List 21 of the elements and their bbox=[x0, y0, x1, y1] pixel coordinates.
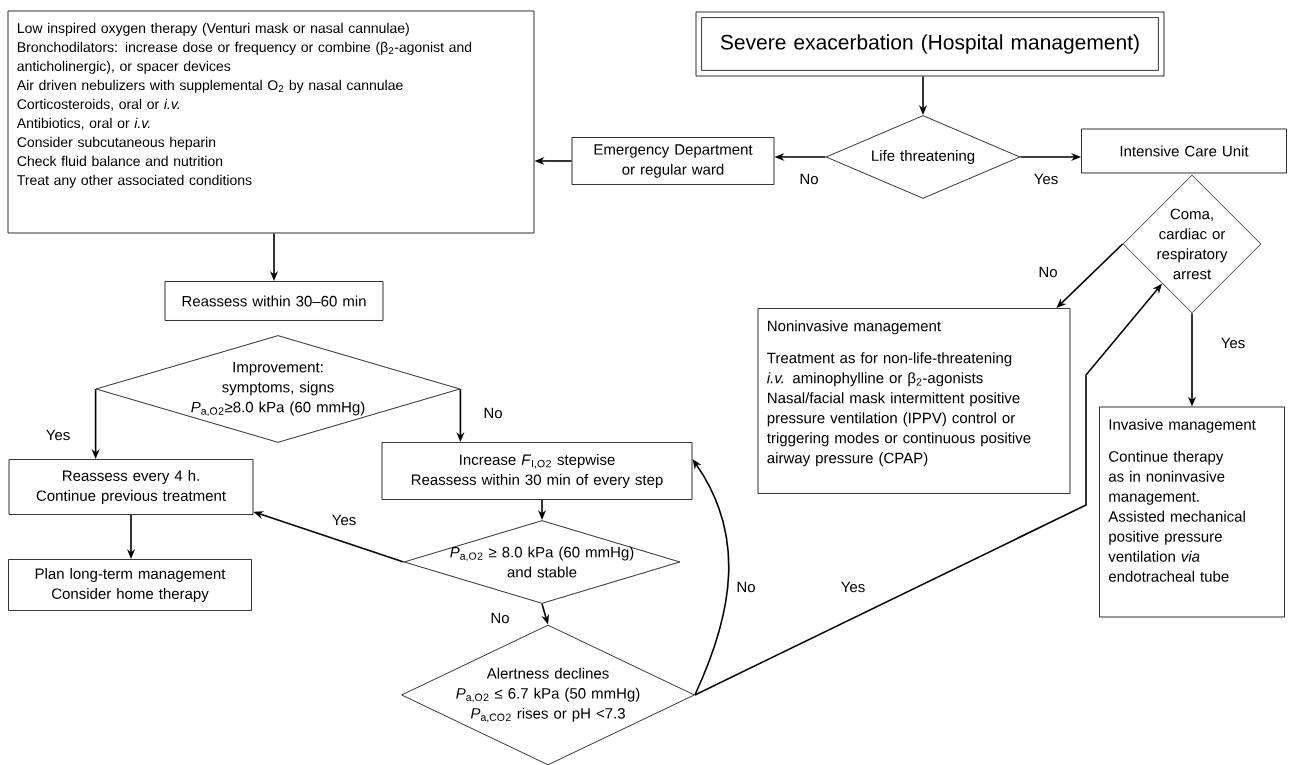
arrow bbox=[692, 459, 730, 696]
edge-label: No bbox=[1039, 266, 1057, 278]
edge-label: No bbox=[491, 612, 509, 624]
edge-label: No bbox=[484, 407, 502, 419]
process-box: Reassess every 4 h. Continue previous treatment bbox=[8, 459, 254, 515]
process-box: Low inspired oxygen therapy (Venturi mask or nasal cannulae) Bronchodilators: increase dose or frequency or combine (β$_{2}$-agonist and anticholinergic), or spacer devices Air driven nebulizers with supplemental O$_{2}$ by nasal cannulae Corticosteroids, oral or i.v. Antibiotics, oral or i.v. Consider subcutaneous heparin Check fluid balance and nutrition Treat any other associated conditions bbox=[7, 10, 535, 234]
process-box: Reassess within 30–60 min bbox=[164, 281, 384, 321]
edge-label: No bbox=[737, 581, 755, 593]
edge-label: Yes bbox=[46, 429, 70, 441]
edge-label: No bbox=[800, 173, 818, 185]
process-box: Plan long-term management Consider home therapy bbox=[8, 559, 252, 611]
process-box: Noninvasive management Treatment as for non-life-threatening i.v. aminophylline or β$_{2}$-agonists Nasal/facial mask intermittent positive pressure ventilation (IPPV) control or triggering modes or continuous positive airway pressure (CPAP) bbox=[757, 308, 1071, 494]
process-box: Emergency Department or regular ward bbox=[571, 137, 775, 185]
title-box: Severe exacerbation (Hospital management) bbox=[695, 11, 1165, 77]
process-box: Intensive Care Unit bbox=[1081, 128, 1287, 174]
edge-label: Yes bbox=[1221, 337, 1245, 349]
edge-label: Yes bbox=[841, 581, 865, 593]
edge-label: Yes bbox=[1034, 173, 1058, 185]
process-box: Increase F$_{I,O2}$ stepwise Reassess within 30 min of every step bbox=[381, 442, 693, 500]
process-box: Invasive management Continue therapy as in noninvasive management. Assisted mechanical positive pressure ventilation via endotracheal tube bbox=[1099, 406, 1285, 618]
edge-label: Yes bbox=[332, 514, 356, 526]
